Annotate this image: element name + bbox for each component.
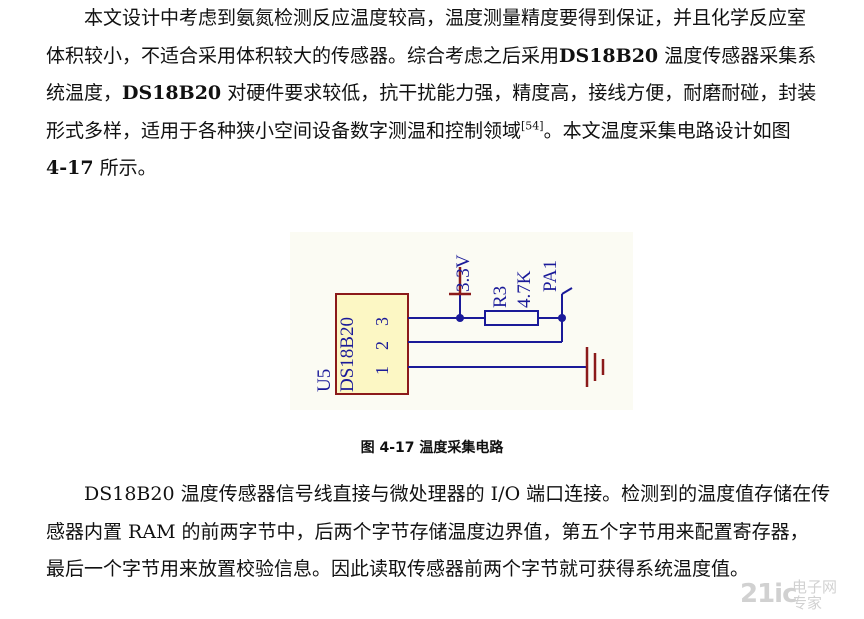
paragraph-detail-line-2: 感器内置 RAM 的前两字节中，后两个字节存储温度边界值，第五个字节用来配置寄存… bbox=[46, 520, 809, 543]
junction-dot bbox=[558, 314, 566, 322]
chip-body bbox=[335, 293, 409, 395]
sensor-model: DS18B20 bbox=[84, 483, 175, 505]
supply-voltage-label: 3.3V bbox=[453, 254, 474, 292]
chip-name-label: DS18B20 bbox=[337, 317, 358, 392]
resistor-reference-label: R3 bbox=[490, 286, 511, 308]
watermark-logo: 21ic bbox=[740, 579, 798, 609]
paragraph-intro-line-1: 本文设计中考虑到氨氮检测反应温度较高，温度测量精度要得到保证，并且化学反应室 bbox=[84, 7, 807, 29]
sensor-model: DS18B20 bbox=[122, 82, 222, 104]
text-segment: 温度传感器采集系 bbox=[658, 44, 817, 67]
text-segment: 统温度， bbox=[46, 82, 123, 104]
sensor-model: DS18B20 bbox=[559, 44, 659, 67]
paragraph-detail-line-3: 最后一个字节用来放置校验信息。因此读取传感器前两个字节就可获得系统温度值。 bbox=[46, 558, 750, 580]
circuit-figure: U5 DS18B20 3 2 1 3.3V R3 4.7K PA1 bbox=[290, 232, 633, 410]
paragraph-intro-line-4: 形式多样，适用于各种狭小空间设备数字测温和控制领域[54]。本文温度采集电路设计… bbox=[46, 113, 846, 151]
junction-dot bbox=[456, 314, 464, 322]
paragraph-sensor-detail: DS18B20 温度传感器信号线直接与微处理器的 I/O 端口连接。检测到的温度… bbox=[46, 476, 846, 589]
watermark-name-line-2: 专家 bbox=[792, 594, 823, 612]
pin-number-1: 1 bbox=[372, 366, 392, 375]
watermark-name: 电子网专家 bbox=[792, 579, 858, 611]
text-segment: 体积较小，不适合采用体积较大的传感器。综合考虑之后采用 bbox=[46, 44, 560, 67]
pin-number-2: 2 bbox=[372, 341, 392, 350]
figure-caption: 图 4-17 温度采集电路 bbox=[360, 440, 504, 456]
supply-symbol bbox=[449, 267, 471, 296]
paragraph-intro-line-5: 4-17 所示。 bbox=[46, 150, 846, 188]
circuit-wires bbox=[408, 287, 587, 368]
wire-pa1-stub bbox=[561, 287, 573, 295]
pin-number-3: 3 bbox=[372, 317, 392, 326]
text-segment: 温度传感器信号线直接与微处理器的 I/O 端口连接。检测到的温度值存储在传 bbox=[174, 483, 831, 505]
text-segment: 形式多样，适用于各种狭小空间设备数字测温和控制领域 bbox=[46, 119, 522, 142]
text-segment: 。本文温度采集电路设计如图 bbox=[543, 119, 791, 142]
chip-reference-label: U5 bbox=[314, 369, 335, 392]
paragraph-intro-line-3: 统温度，DS18B20 对硬件要求较低，抗干扰能力强，精度高，接线方便，耐磨耐碰… bbox=[46, 75, 846, 113]
text-segment: 所示。 bbox=[93, 157, 157, 179]
ground-symbol bbox=[585, 347, 605, 387]
paragraph-detail-line-1: DS18B20 温度传感器信号线直接与微处理器的 I/O 端口连接。检测到的温度… bbox=[46, 476, 846, 514]
resistor-r3 bbox=[484, 310, 539, 326]
site-watermark: 21ic 电子网专家 bbox=[740, 575, 858, 615]
paragraph-intro: 本文设计中考虑到氨氮检测反应温度较高，温度测量精度要得到保证，并且化学反应室 体… bbox=[46, 0, 846, 188]
port-label: PA1 bbox=[540, 260, 561, 292]
text-segment: 对硬件要求较低，抗干扰能力强，精度高，接线方便，耐磨耐碰，封装 bbox=[221, 82, 817, 104]
paragraph-intro-line-2: 体积较小，不适合采用体积较大的传感器。综合考虑之后采用DS18B20 温度传感器… bbox=[46, 38, 846, 76]
watermark-name-line-1: 电子网 bbox=[792, 578, 838, 596]
resistor-value-label: 4.7K bbox=[514, 270, 535, 308]
citation-reference: [54] bbox=[521, 119, 544, 133]
figure-reference: 4-17 bbox=[46, 157, 94, 179]
